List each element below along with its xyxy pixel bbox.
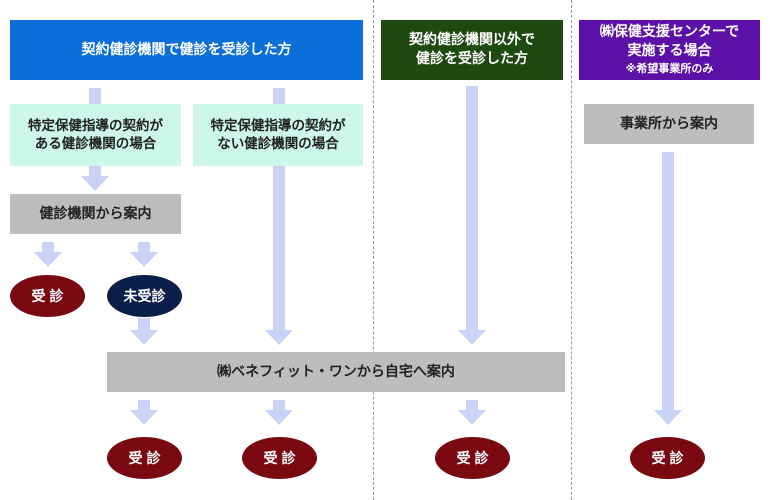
arrow-header-to-mint-2: [273, 88, 285, 104]
arrow-header-to-mint-1: [89, 88, 101, 104]
box-from-clinic: 健診機関から案内: [10, 194, 181, 234]
header-center-line2: 実施する場合: [627, 43, 712, 60]
box-from-benefit-label: ㈱ベネフィット・ワンから自宅へ案内: [217, 363, 455, 380]
arrow-clinic-to-not-consulted: [130, 242, 158, 267]
box-from-office: 事業所から案内: [584, 104, 754, 144]
box-with-contract-line1: 特定保健指導の契約が: [28, 117, 163, 134]
box-with-contract-line2: ある健診機関の場合: [34, 136, 157, 152]
pill-consulted-c: 受診: [242, 437, 317, 479]
box-without-contract-line1: 特定保健指導の契約が: [210, 117, 346, 134]
pill-consulted-e: 受診: [630, 437, 705, 479]
pill-consulted-a: 受診: [10, 275, 85, 317]
pill-not-consulted-label: 未受診: [123, 289, 166, 305]
pill-consulted-d: 受診: [435, 437, 510, 479]
arrow-benefit-to-consulted-2: [265, 400, 293, 425]
box-from-benefit: ㈱ベネフィット・ワンから自宅へ案内: [107, 352, 565, 392]
pill-consulted-b-label: 受診: [128, 451, 165, 467]
pill-consulted-c-label: 受診: [263, 451, 300, 467]
arrow-no-contract-to-benefit: [265, 166, 293, 345]
arrow-benefit-to-consulted-1: [130, 400, 158, 425]
arrow-clinic-to-consulted: [34, 242, 62, 267]
header-other-clinic: 契約健診機関以外で 健診を受診した方: [381, 20, 563, 80]
box-from-clinic-label: 健診機関から案内: [39, 205, 152, 222]
arrow-office-to-consulted: [654, 152, 682, 425]
box-with-contract: 特定保健指導の契約が ある健診機関の場合: [10, 104, 181, 166]
column-divider-2: [571, 0, 572, 500]
header-other-line2: 健診を受診した方: [416, 51, 528, 67]
arrow-other-to-benefit: [458, 86, 486, 345]
header-contract-clinic-label: 契約健診機関で健診を受診した方: [81, 41, 292, 58]
box-from-office-label: 事業所から案内: [620, 115, 718, 132]
header-other-line1: 契約健診機関以外で: [409, 32, 535, 49]
pill-consulted-e-label: 受診: [651, 451, 688, 467]
pill-consulted-d-label: 受診: [456, 451, 493, 467]
header-support-center: ㈱保健支援センターで 実施する場合 ※希望事業所のみ: [579, 20, 760, 80]
arrow-not-consulted-to-benefit: [130, 318, 158, 345]
box-without-contract: 特定保健指導の契約が ない健診機関の場合: [193, 104, 363, 166]
box-without-contract-line2: ない健診機関の場合: [217, 136, 339, 152]
pill-consulted-a-label: 受診: [31, 289, 68, 305]
header-contract-clinic: 契約健診機関で健診を受診した方: [10, 20, 363, 80]
arrow-benefit-to-consulted-3: [458, 400, 486, 425]
pill-not-consulted: 未受診: [107, 275, 182, 317]
column-divider-1: [373, 0, 374, 500]
arrow-mint-to-clinic: [81, 166, 109, 191]
pill-consulted-b: 受診: [107, 437, 182, 479]
header-center-line1: ㈱保健支援センターで: [599, 24, 740, 41]
header-center-note: ※希望事業所のみ: [625, 61, 714, 75]
